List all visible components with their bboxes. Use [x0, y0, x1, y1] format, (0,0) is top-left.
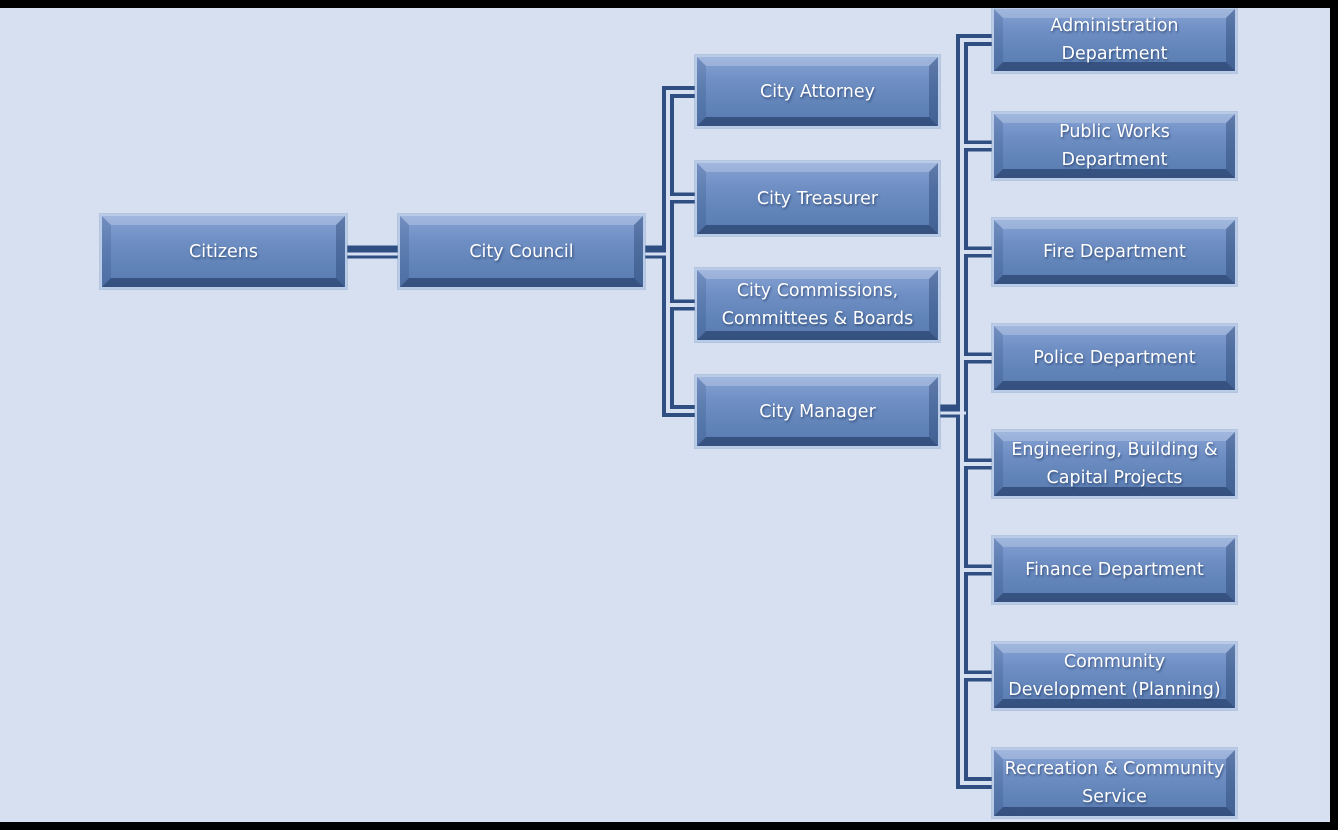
node-label: City Council [469, 241, 574, 262]
node-administration-department: Administration Department [992, 7, 1237, 73]
node-label: Citizens [189, 241, 258, 262]
node-engineering-building-capital-projects: Engineering, Building & Capital Projects [992, 430, 1237, 498]
node-finance-department: Finance Department [992, 536, 1237, 604]
node-citizens: Citizens [100, 214, 347, 289]
node-label: City Manager [759, 401, 876, 422]
letterbox-top-bar [0, 0, 1338, 8]
node-public-works-department: Public Works Department [992, 112, 1237, 180]
node-label: Administration Department [1050, 16, 1179, 64]
node-label: City Treasurer [756, 188, 879, 209]
node-city-manager: City Manager [695, 375, 940, 448]
node-label: City Attorney [759, 81, 876, 102]
node-city-attorney: City Attorney [695, 55, 940, 128]
node-label: Finance Department [1025, 560, 1204, 580]
node-label: Fire Department [1043, 242, 1186, 262]
node-city-council: City Council [398, 214, 645, 289]
node-fire-department: Fire Department [992, 218, 1237, 286]
node-label: Police Department [1033, 348, 1196, 368]
node-label: Public Works Department [1059, 122, 1170, 170]
node-city-commissions-committees-boards: City Commissions, Committees & Boards [695, 268, 940, 342]
node-label: Community Development (Planning) [1008, 652, 1221, 700]
letterbox-right-bar [1330, 0, 1338, 830]
node-label: City Commissions, Committees & Boards [721, 281, 914, 329]
node-city-treasurer: City Treasurer [695, 161, 940, 236]
node-police-department: Police Department [992, 324, 1237, 392]
letterbox-bottom-bar [0, 822, 1338, 830]
node-label: Recreation & Community Service [1004, 759, 1225, 807]
node-recreation-community-service: Recreation & Community Service [992, 748, 1237, 818]
node-label: Engineering, Building & Capital Projects [1011, 440, 1218, 488]
node-community-development-planning: Community Development (Planning) [992, 642, 1237, 710]
